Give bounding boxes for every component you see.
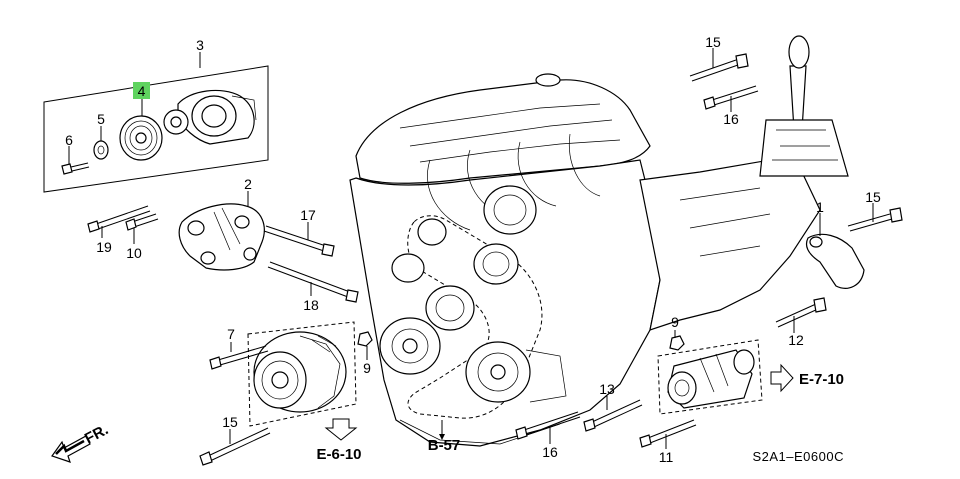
reference-e-6-10[interactable]: E-6-10 (316, 418, 362, 463)
reference-e-6-10-label[interactable]: E-6-10 (316, 446, 361, 463)
bolt-11 (639, 419, 697, 448)
callout-15-right[interactable]: 15 (865, 189, 881, 205)
callout-5[interactable]: 5 (97, 111, 105, 127)
callout-10[interactable]: 10 (126, 245, 142, 261)
callout-15-top[interactable]: 15 (705, 34, 721, 50)
callout-4-highlight (133, 82, 150, 99)
bolt-7 (209, 345, 269, 370)
tensioner-assembly-group (43, 54, 269, 193)
callout-11[interactable]: 11 (659, 449, 674, 465)
reference-e-7-10-label[interactable]: E-7-10 (799, 371, 844, 388)
callout-6[interactable]: 6 (65, 132, 73, 148)
bolt-15-right (847, 207, 903, 232)
callout-13[interactable]: 13 (599, 381, 615, 397)
reference-b-57-label[interactable]: B-57 (428, 437, 461, 454)
alternator-group (247, 321, 357, 427)
reference-b-57[interactable]: B-57 (428, 420, 461, 454)
bolt-16 (515, 411, 581, 440)
callout-18[interactable]: 18 (303, 297, 319, 313)
callout-15-mid[interactable]: 16 (723, 111, 739, 127)
bolt-17 (263, 225, 335, 257)
callout-16[interactable]: 16 (542, 444, 558, 460)
bolt-15-mid (703, 85, 759, 110)
callout-19[interactable]: 19 (96, 239, 112, 255)
bolt-15-top (689, 53, 749, 82)
bolt-13 (583, 399, 643, 432)
callout-4[interactable]: 4 (138, 83, 146, 99)
callout-9-right[interactable]: 9 (671, 314, 679, 330)
engine-assembly (349, 73, 661, 447)
diagram-code: S2A1–E0600C (752, 449, 844, 464)
alternator-bracket-group (178, 203, 265, 271)
callout-12[interactable]: 12 (788, 332, 804, 348)
callout-2[interactable]: 2 (244, 176, 252, 192)
front-direction-indicator: FR. (51, 421, 111, 463)
transmission-assembly (639, 35, 865, 331)
nut-9-right (669, 335, 685, 351)
bolt-12 (775, 297, 827, 328)
bolt-10 (125, 213, 159, 231)
callout-9-left[interactable]: 9 (363, 360, 371, 376)
starter-group (657, 339, 763, 415)
callout-17[interactable]: 17 (300, 207, 316, 223)
callout-labels: 3 4 5 6 2 19 10 17 18 7 9 15 15 16 15 1 … (65, 34, 881, 465)
reference-e-7-10[interactable]: E-7-10 (770, 363, 844, 393)
bolt-18 (267, 261, 359, 303)
callout-3[interactable]: 3 (196, 37, 204, 53)
bolt-19 (87, 205, 151, 233)
bolt-14 (199, 427, 271, 466)
nut-9-left (357, 331, 373, 347)
callout-14[interactable]: 15 (222, 414, 238, 430)
callout-1[interactable]: 1 (816, 199, 824, 215)
callout-7[interactable]: 7 (227, 326, 235, 342)
